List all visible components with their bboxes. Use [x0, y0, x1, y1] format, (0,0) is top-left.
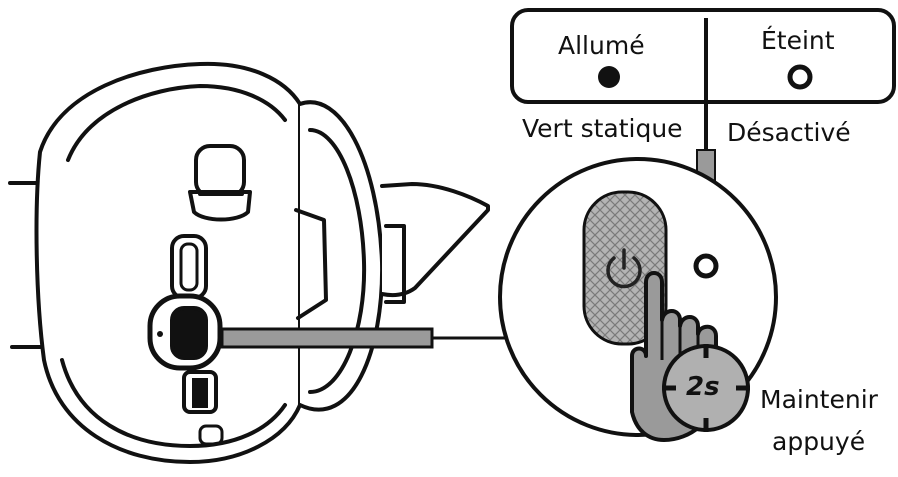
hold-duration: 2s — [686, 372, 720, 402]
callout-bar — [220, 327, 434, 349]
volume-wheel — [188, 144, 252, 222]
timer-icon — [662, 344, 750, 432]
shell-contour-top — [66, 84, 287, 162]
headset-led — [157, 331, 163, 337]
shell-contour-bottom — [60, 358, 287, 448]
legend-off-meaning: Désactivé — [727, 118, 851, 147]
led-legend-box — [510, 8, 896, 104]
ear-cushion-outer — [298, 100, 385, 412]
power-icon — [606, 248, 642, 289]
headset-power-button — [170, 306, 208, 360]
ear-cushion-inner — [308, 128, 367, 394]
led-off-ring — [787, 64, 813, 90]
ear-cup-shell — [34, 61, 302, 464]
mic-icon — [198, 424, 224, 446]
legend-on-meaning: Vert statique — [522, 114, 683, 143]
legend-on-label: Allumé — [558, 31, 645, 60]
connector-slot — [384, 224, 406, 304]
zoom-led — [693, 253, 719, 279]
ear-cushion-detail — [294, 208, 328, 320]
headset-illustration — [8, 61, 490, 464]
hold-instruction-line1: Maintenir — [760, 385, 878, 414]
led-on-dot — [598, 66, 620, 88]
hold-instruction-line2: appuyé — [772, 427, 866, 456]
legend-off-label: Éteint — [761, 26, 835, 55]
headband-connector — [380, 182, 490, 298]
